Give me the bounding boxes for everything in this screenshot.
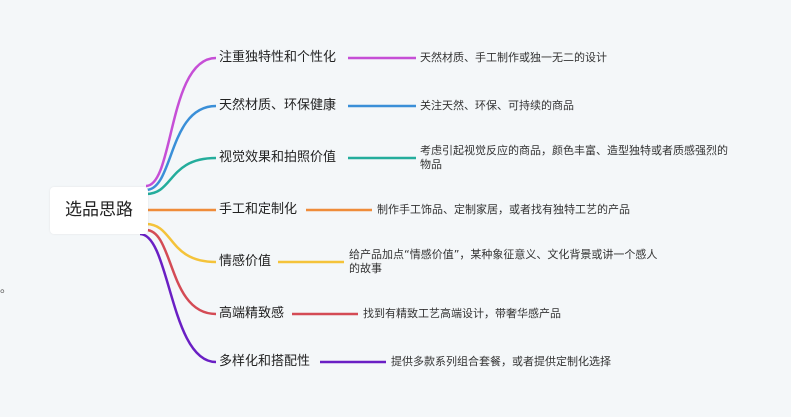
connector-6 <box>145 228 217 316</box>
branch-node-2[interactable]: 天然材质、环保健康 <box>219 98 337 113</box>
branch-node-4[interactable]: 手工和定制化 <box>219 202 298 217</box>
connector-5 <box>145 222 217 264</box>
root-node[interactable]: 选品思路 <box>50 187 148 234</box>
detail-node-2[interactable]: 关注天然、环保、可持续的商品 <box>420 99 574 112</box>
connector-3 <box>145 156 217 196</box>
connector-2 <box>145 104 217 192</box>
connector-1 <box>145 56 217 188</box>
detail-node-7[interactable]: 提供多款系列组合套餐，或者提供定制化选择 <box>391 355 611 368</box>
branch-node-5[interactable]: 情感价值 <box>219 254 272 269</box>
branch-node-3[interactable]: 视觉效果和拍照价值 <box>219 150 337 165</box>
detail-node-3[interactable]: 考虑引起视觉反应的商品，颜色丰富、造型独特或者质感强烈的物品 <box>420 144 728 171</box>
connector-7 <box>139 232 217 364</box>
detail-node-5[interactable]: 给产品加点“情感价值”，某种象征意义、文化背景或讲一个感人的故事 <box>349 248 658 275</box>
branch-node-1[interactable]: 注重独特性和个性化 <box>219 50 337 65</box>
stray-punctuation: 。 <box>0 281 13 295</box>
detail-node-4[interactable]: 制作手工饰品、定制家居，或者找有独特工艺的产品 <box>377 203 630 216</box>
branch-node-7[interactable]: 多样化和搭配性 <box>219 354 311 369</box>
detail-node-1[interactable]: 天然材质、手工制作或独一无二的设计 <box>420 51 607 64</box>
detail-node-6[interactable]: 找到有精致工艺高端设计，带奢华感产品 <box>363 307 561 320</box>
branch-node-6[interactable]: 高端精致感 <box>219 306 285 321</box>
